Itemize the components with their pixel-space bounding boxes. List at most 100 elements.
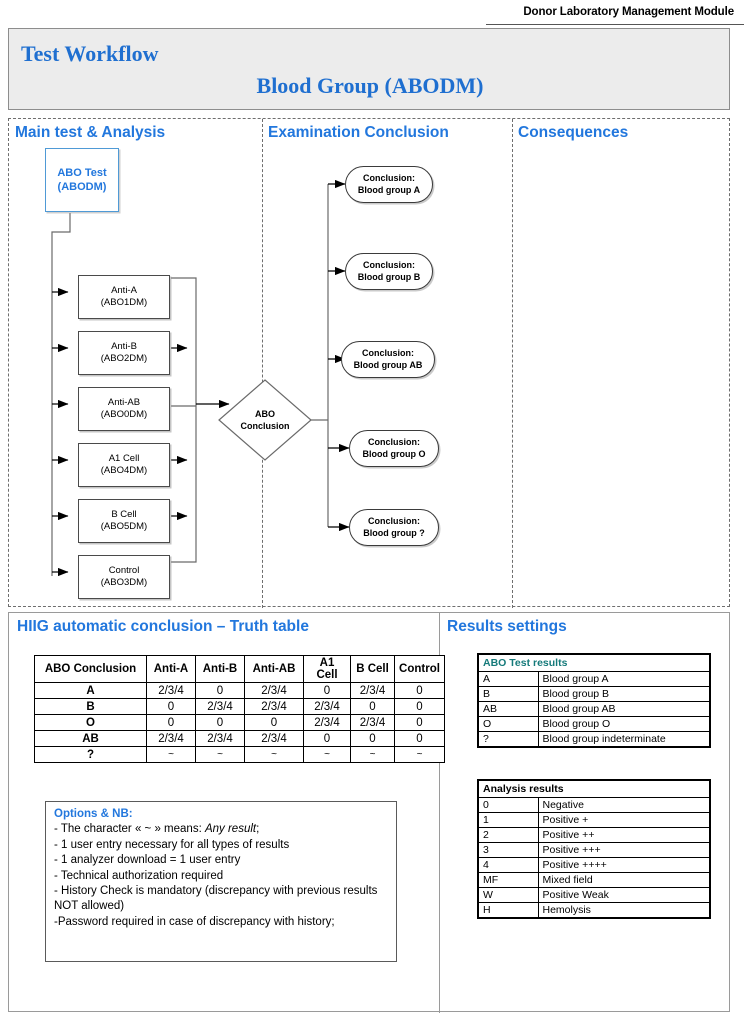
abo-result-meaning: Blood group B: [537, 685, 711, 702]
node-line2: (ABO4DM): [100, 465, 148, 476]
options-line: -Password required in case of discrepanc…: [54, 915, 335, 928]
truth-cell-value: 0: [394, 682, 445, 699]
node-test-b-cell[interactable]: B Cell (ABO5DM): [78, 499, 170, 543]
truth-cell-value: ~: [394, 746, 445, 763]
options-line: - History Check is mandatory (discrepanc…: [54, 885, 378, 913]
truth-cell-value: 0: [350, 730, 395, 747]
abo-result-code: B: [477, 685, 539, 702]
title-bar: Test Workflow Blood Group (ABODM): [8, 28, 730, 110]
analysis-result-meaning: Mixed field: [537, 871, 711, 888]
truth-cell-value: ~: [195, 746, 245, 763]
workflow-column-title-consequences: Consequences: [518, 124, 629, 141]
truth-cell-conclusion: AB: [34, 730, 147, 747]
truth-cell-value: 0: [195, 682, 245, 699]
node-conclusion-blood-group-unknown[interactable]: Conclusion: Blood group ?: [349, 509, 439, 546]
analysis-result-meaning: Positive ++++: [537, 856, 711, 873]
node-decision-abo-conclusion[interactable]: ABO Conclusion: [220, 409, 310, 432]
options-line: - 1 analyzer download = 1 user entry: [54, 854, 241, 867]
truth-table: ABO Conclusion Anti-A Anti-B Anti-AB A1 …: [34, 655, 445, 763]
analysis-result-code: 3: [477, 841, 539, 858]
truth-cell-value: 0: [394, 698, 445, 715]
bottom-panel-divider: [439, 613, 440, 1013]
node-test-anti-b[interactable]: Anti-B (ABO2DM): [78, 331, 170, 375]
options-line-post: ;: [256, 823, 260, 836]
node-line2: (ABODM): [57, 181, 107, 193]
truth-th-anti-b: Anti-B: [195, 655, 245, 683]
truth-cell-value: 2/3/4: [244, 682, 304, 699]
truth-cell-value: 0: [394, 730, 445, 747]
abo-result-code: ?: [477, 730, 539, 747]
node-conclusion-blood-group-ab[interactable]: Conclusion: Blood group AB: [341, 341, 435, 378]
table-row: AB Blood group AB: [477, 700, 711, 717]
module-label-underline: [486, 24, 744, 25]
node-conclusion-blood-group-b[interactable]: Conclusion: Blood group B: [345, 253, 433, 290]
node-line2: Blood group O: [362, 448, 426, 459]
truth-cell-value: 2/3/4: [195, 730, 245, 747]
truth-cell-value: 2/3/4: [146, 682, 196, 699]
truth-cell-value: 2/3/4: [244, 730, 304, 747]
truth-cell-value: 0: [146, 698, 196, 715]
analysis-results-header-row: Analysis results: [477, 779, 711, 798]
truth-cell-value: ~: [244, 746, 304, 763]
table-row: W Positive Weak: [477, 886, 711, 903]
truth-cell-conclusion: A: [34, 682, 147, 699]
page-title: Test Workflow: [21, 41, 159, 66]
bottom-panel: HIIG automatic conclusion – Truth table …: [8, 612, 730, 1013]
workflow-column-divider-1: [262, 119, 263, 608]
node-line1: Anti-B: [111, 341, 137, 352]
workflow-column-title-main-test: Main test & Analysis: [15, 124, 166, 141]
truth-cell-conclusion: O: [34, 714, 147, 731]
table-row: H Hemolysis: [477, 901, 711, 918]
analysis-result-meaning: Hemolysis: [537, 901, 711, 918]
node-conclusion-blood-group-o[interactable]: Conclusion: Blood group O: [349, 430, 439, 467]
node-test-control[interactable]: Control (ABO3DM): [78, 555, 170, 599]
node-test-anti-a[interactable]: Anti-A (ABO1DM): [78, 275, 170, 319]
table-row: 3 Positive +++: [477, 841, 711, 858]
node-line2: (ABO1DM): [100, 297, 148, 308]
node-line1: Conclusion:: [362, 348, 414, 358]
truth-cell-value: 2/3/4: [303, 714, 351, 731]
node-test-anti-ab[interactable]: Anti-AB (ABO0DM): [78, 387, 170, 431]
abo-test-results-table: ABO Test results A Blood group A B Blood…: [477, 653, 711, 748]
truth-th-control: Control: [394, 655, 445, 683]
table-row: B Blood group B: [477, 685, 711, 702]
node-line2: Blood group A: [357, 184, 421, 195]
abo-result-meaning: Blood group O: [537, 715, 711, 732]
node-abo-test-root[interactable]: ABO Test (ABODM): [45, 148, 119, 212]
truth-cell-value: 2/3/4: [244, 698, 304, 715]
node-test-a1-cell[interactable]: A1 Cell (ABO4DM): [78, 443, 170, 487]
analysis-result-code: 0: [477, 796, 539, 813]
node-line1: A1 Cell: [108, 453, 140, 464]
flowchart-connectors: [51, 179, 350, 577]
node-line1: Anti-AB: [107, 397, 141, 408]
truth-cell-conclusion: ?: [34, 746, 147, 763]
table-row: AB 2/3/4 2/3/4 2/3/4 0 0 0: [34, 730, 445, 747]
node-line1: Control: [108, 565, 140, 576]
node-line1: Anti-A: [111, 285, 137, 296]
table-row: 2 Positive ++: [477, 826, 711, 843]
workflow-column-title-examination-conclusion: Examination Conclusion: [268, 124, 449, 141]
truth-cell-value: 2/3/4: [303, 698, 351, 715]
node-line1: Conclusion:: [363, 173, 415, 183]
node-line1: Conclusion:: [368, 437, 420, 447]
truth-cell-value: 2/3/4: [350, 714, 395, 731]
table-row: 4 Positive ++++: [477, 856, 711, 873]
table-row: A Blood group A: [477, 670, 711, 687]
analysis-result-code: MF: [477, 871, 539, 888]
truth-table-title: HIIG automatic conclusion – Truth table: [17, 618, 309, 635]
analysis-result-meaning: Positive ++: [537, 826, 711, 843]
node-line1: Conclusion:: [363, 260, 415, 270]
results-settings-title: Results settings: [447, 618, 567, 635]
analysis-result-meaning: Positive +++: [537, 841, 711, 858]
abo-result-meaning: Blood group indeterminate: [537, 730, 711, 747]
analysis-result-meaning: Positive Weak: [537, 886, 711, 903]
truth-cell-value: 0: [303, 730, 351, 747]
node-conclusion-blood-group-a[interactable]: Conclusion: Blood group A: [345, 166, 433, 203]
node-line2: Blood group ?: [363, 527, 425, 538]
truth-th-b-cell: B Cell: [350, 655, 395, 683]
page-subtitle: Blood Group (ABODM): [256, 73, 484, 98]
analysis-result-code: W: [477, 886, 539, 903]
truth-cell-value: 2/3/4: [146, 730, 196, 747]
abo-result-code: AB: [477, 700, 539, 717]
abo-result-code: O: [477, 715, 539, 732]
